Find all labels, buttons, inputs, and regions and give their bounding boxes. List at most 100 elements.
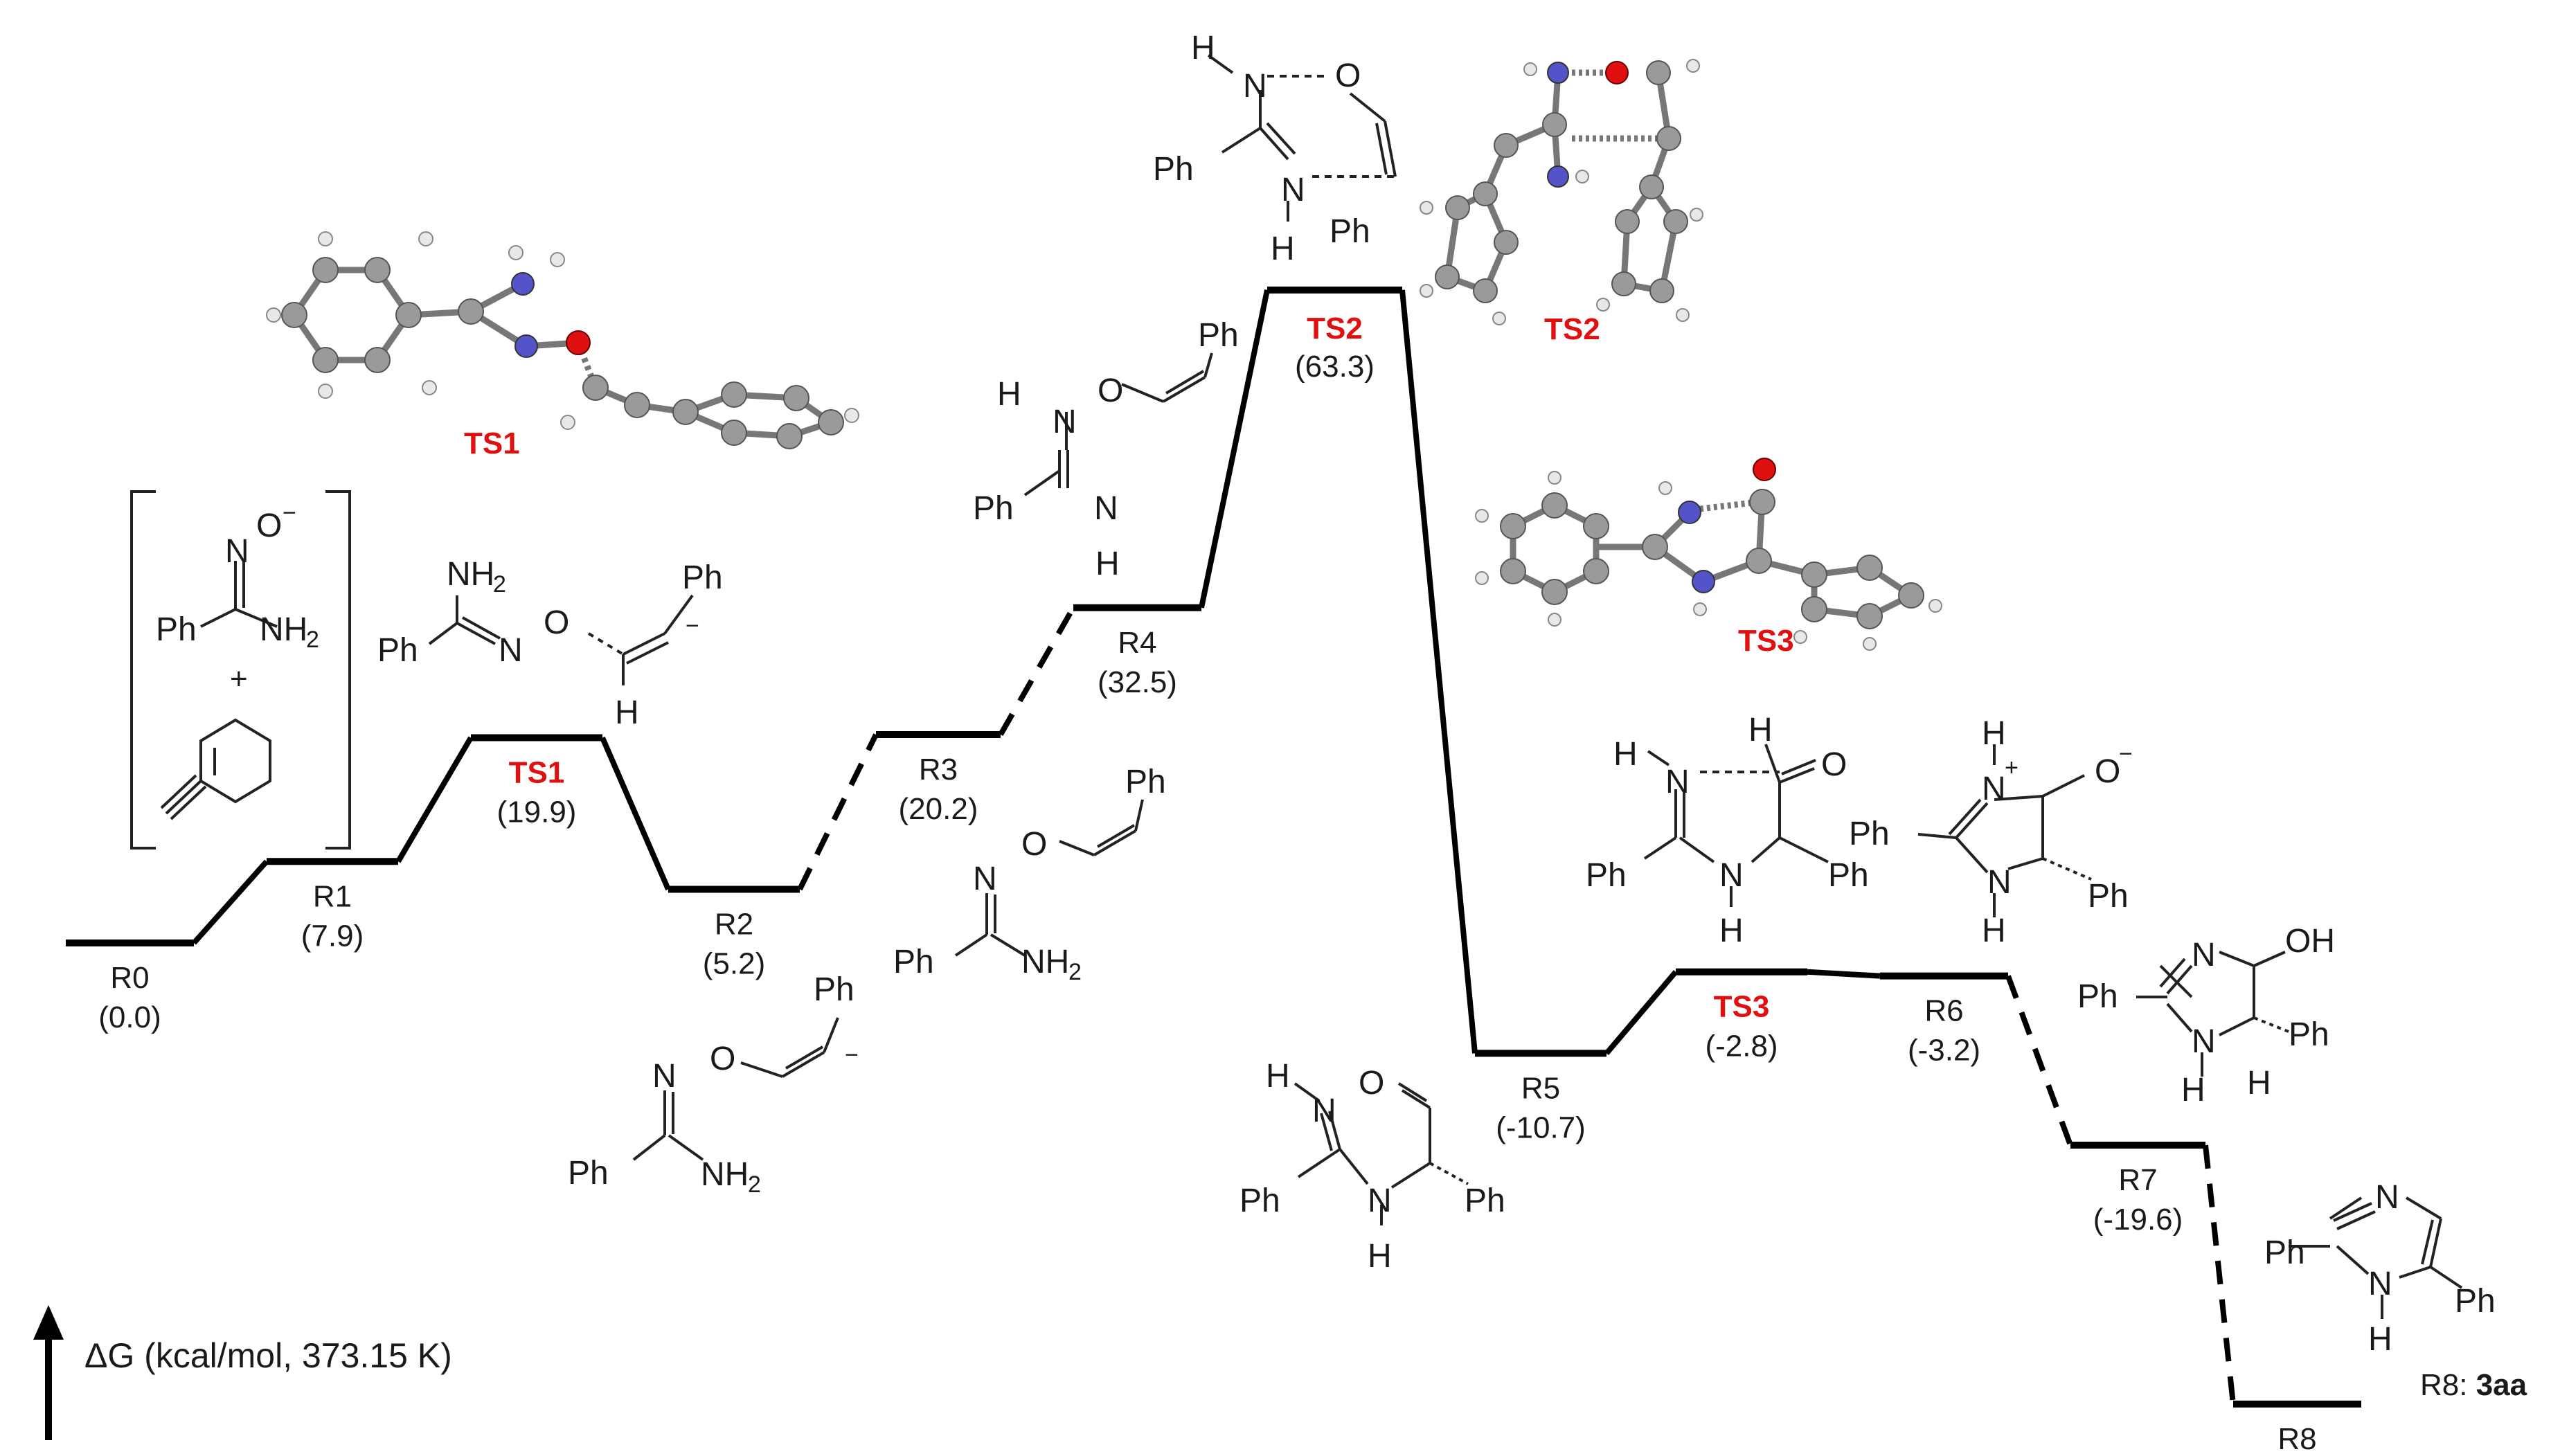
r8-h: H: [2368, 1321, 2392, 1358]
level-label-r5: R5: [1521, 1071, 1560, 1105]
structure-r3: [954, 799, 1144, 957]
ts3-ph: Ph: [1586, 857, 1627, 894]
r7-oh: OH: [2285, 923, 2335, 960]
ts2-ph: Ph: [1153, 151, 1194, 188]
ts1-model-label: TS1: [464, 426, 520, 460]
connector-r5-ts3: [1604, 970, 1679, 1056]
r7-n: N: [2192, 937, 2216, 973]
connector-r6-r7: [2005, 975, 2073, 1147]
r4-o: O: [1098, 372, 1123, 409]
ts3-n: N: [1665, 764, 1690, 800]
connector-r4-ts2: [1199, 289, 1270, 609]
arrow-head: [33, 1305, 64, 1340]
r7-h2: H: [2247, 1065, 2271, 1102]
r2-charge: −: [845, 1042, 859, 1068]
connector-r1-ts1: [395, 736, 474, 863]
r0-ph: Ph: [156, 611, 197, 648]
ts3-model-label: TS3: [1738, 624, 1794, 658]
r7-n2: N: [2192, 1023, 2216, 1060]
level-label-r4: R4: [1118, 626, 1156, 660]
r5-n: N: [1312, 1093, 1336, 1129]
ts2-o: O: [1335, 57, 1361, 94]
r3-nh2: NH: [1021, 944, 1069, 980]
structure-r4: [1023, 352, 1213, 496]
level-label-r6: R6: [1924, 994, 1963, 1028]
r4-n2: N: [1094, 490, 1118, 527]
r6-n: N: [1982, 771, 2006, 807]
structure-r6: [1917, 744, 2092, 917]
structure-ts2: [1207, 54, 1397, 222]
r0-o: O: [256, 507, 282, 544]
r8-ph2: Ph: [2455, 1283, 2496, 1320]
level-label-r8: R8: [2277, 1422, 2316, 1456]
structure-r8: [2289, 1196, 2463, 1319]
ts3-h: H: [1613, 736, 1638, 773]
connector-r2-r3: [797, 733, 879, 891]
level-label-ts3: TS3: [1714, 990, 1770, 1024]
r2-ph: Ph: [814, 971, 854, 1008]
product-label-bold: 3aa: [2476, 1368, 2527, 1402]
r1-h: H: [615, 694, 639, 731]
r6-ph: Ph: [1849, 816, 1890, 852]
level-value-r5: (-10.7): [1496, 1111, 1586, 1144]
level-label-r7: R7: [2118, 1163, 2157, 1197]
connector-ts2-r5: [1399, 289, 1478, 1054]
y-axis: ΔG (kcal/mol, 373.15 K): [33, 1305, 452, 1440]
ts2-h: H: [1191, 30, 1215, 66]
level-value-r4: (32.5): [1098, 665, 1177, 699]
structure-r0-reactants: [130, 490, 351, 850]
ts2-n2: N: [1281, 172, 1305, 208]
structure-ts3: [1643, 744, 1829, 907]
r8-n2: N: [2368, 1266, 2392, 1302]
r4-ph: Ph: [1198, 317, 1239, 354]
ts2-ph2: Ph: [1330, 213, 1370, 250]
r6-h: H: [1982, 715, 2006, 752]
r2-nh2: NH: [701, 1156, 749, 1193]
r4-h: H: [997, 376, 1021, 413]
ts3-model: [1475, 458, 1942, 651]
r1-nh2: NH: [447, 556, 494, 593]
ts2-model: [1420, 59, 1703, 325]
r2-n: N: [652, 1058, 677, 1095]
r0-n: N: [225, 533, 249, 570]
r6-h2: H: [1982, 913, 2006, 949]
r2-nh2-sub: 2: [748, 1171, 761, 1198]
ts2-model-label: TS2: [1544, 312, 1600, 346]
connector-group: [192, 289, 2236, 1405]
ts2-n: N: [1243, 68, 1267, 105]
connector-ts3-r6: [1807, 969, 1881, 979]
r8-n: N: [2375, 1179, 2399, 1216]
r0-nh2-sub: 2: [306, 627, 319, 653]
r6-o: O: [2095, 753, 2120, 790]
ts3-o: O: [1821, 746, 1847, 783]
structure-r2: [632, 1017, 839, 1161]
ts2-h2: H: [1271, 231, 1295, 267]
r5-ph2: Ph: [1465, 1183, 1505, 1219]
r1-ph2: Ph: [682, 559, 723, 596]
connector-r0-r1: [192, 859, 269, 945]
ts3-h-ald: H: [1748, 712, 1773, 748]
level-value-r0: (0.0): [98, 1000, 161, 1034]
r4-n: N: [1053, 404, 1077, 440]
r1-o: O: [544, 604, 569, 641]
r5-n2: N: [1368, 1183, 1392, 1219]
structure-r1: [428, 594, 694, 685]
level-value-ts3: (-2.8): [1705, 1030, 1778, 1063]
ts3-n2: N: [1719, 857, 1744, 894]
r7-h: H: [2181, 1072, 2205, 1108]
r3-ph2: Ph: [893, 944, 934, 980]
level-label-r1: R1: [313, 879, 352, 913]
r4-h2: H: [1095, 546, 1120, 582]
r6-n2: N: [1987, 864, 2012, 901]
r6-n-charge: +: [2005, 755, 2019, 781]
r2-ph2: Ph: [568, 1155, 609, 1192]
r4-ph2: Ph: [973, 490, 1014, 527]
y-axis-label: ΔG (kcal/mol, 373.15 K): [84, 1336, 452, 1375]
r2-o: O: [710, 1041, 735, 1077]
r5-o: O: [1359, 1065, 1384, 1102]
r7-ph2: Ph: [2289, 1016, 2329, 1053]
ts3-ph2: Ph: [1828, 857, 1869, 894]
r1-n: N: [499, 632, 523, 669]
level-value-r3: (20.2): [899, 792, 978, 826]
